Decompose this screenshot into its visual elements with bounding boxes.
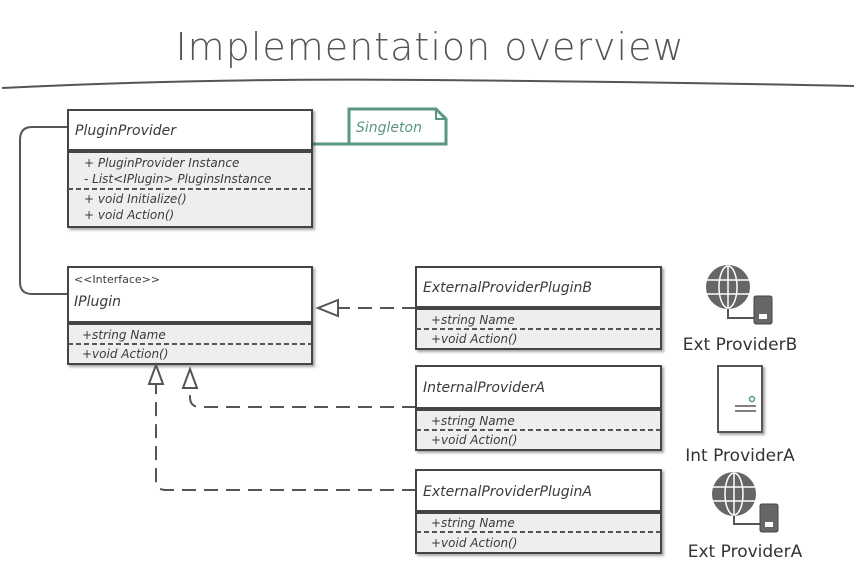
class-name: IPlugin (74, 294, 121, 310)
singleton-label: Singleton (356, 120, 422, 136)
globe-device-icon (706, 265, 773, 325)
singleton-note: Singleton (347, 107, 448, 146)
method: +void Action() (431, 332, 517, 346)
method: + void Initialize() (84, 192, 187, 206)
title-underline (1, 78, 855, 89)
method: +void Action() (82, 347, 168, 361)
iplugin-interface: <<Interface>> IPlugin +string Name +void… (67, 266, 313, 365)
plugin-provider-class: PluginProvider + PluginProvider Instance… (67, 109, 313, 228)
method: +void Action() (431, 433, 517, 447)
attribute: +string Name (431, 313, 515, 327)
diagram-title: Implementation overview (175, 25, 684, 69)
external-provider-plugin-a-class: ExternalProviderPluginA +string Name +vo… (415, 469, 662, 554)
realization-arrowhead (147, 362, 165, 385)
method: +void Action() (431, 536, 517, 550)
stereotype: <<Interface>> (74, 273, 160, 286)
class-name: InternalProviderA (423, 380, 545, 396)
realization-arrowhead (315, 298, 339, 318)
internal-provider-a-class: InternalProviderA +string Name +void Act… (415, 365, 662, 451)
provider-label-int-a: Int ProviderA (685, 446, 795, 466)
attribute: +string Name (82, 328, 166, 342)
realization-external-a (155, 384, 416, 491)
realization-arrowhead (181, 366, 199, 389)
server-icon (717, 365, 763, 433)
method: + void Action() (84, 208, 174, 222)
class-name: PluginProvider (75, 123, 177, 139)
globe-device-icon (712, 472, 779, 533)
provider-label-ext-b: Ext ProviderB (683, 335, 798, 355)
external-provider-plugin-b-class: ExternalProviderPluginB +string Name +vo… (415, 266, 662, 350)
provider-label-ext-a: Ext ProviderA (688, 542, 803, 562)
class-name: ExternalProviderPluginA (423, 484, 592, 500)
attribute: + PluginProvider Instance (84, 156, 239, 170)
realization-arrows (147, 298, 416, 491)
class-name: ExternalProviderPluginB (423, 280, 592, 296)
provider-plugin-link (19, 126, 68, 295)
attribute: - List<IPlugin> PluginsInstance (84, 172, 271, 186)
attribute: +string Name (431, 516, 515, 530)
attribute: +string Name (431, 414, 515, 428)
realization-internal-a (189, 388, 416, 408)
